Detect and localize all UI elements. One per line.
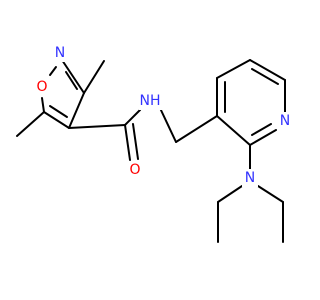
atom-pyridine-n: N [277,112,293,130]
bond-n2-c3-inner [65,71,78,90]
atom-isoxazole-o-symbol: O [36,79,47,95]
bond-c3-c4 [68,92,85,129]
atom-carbonyl-o: O [127,161,143,179]
bond-nh-ch2 [159,107,177,143]
molecule-canvas: N O NH O N N [16,44,293,243]
atom-isoxazole-n-symbol: N [55,45,65,61]
atom-amide-nh: NH [139,92,165,110]
bond-n-ethyl1-ch2 [217,185,243,203]
atom-amine-n: N [242,169,258,187]
bond-py-c5-c6 [249,59,286,81]
bond-carbonyl-nh [124,109,141,126]
bond-o1-n2 [49,66,57,76]
atom-isoxazole-n: N [52,44,68,62]
bond-c4-c5-inner [49,105,68,118]
atom-isoxazole-o: O [34,78,50,96]
bond-c5-o1 [41,97,45,113]
bond-c4-carbonyl [68,124,126,129]
structure-drawing: N O NH O N N [16,44,293,243]
atom-pyridine-n-symbol: N [280,113,290,129]
bond-py-c2-c3 [216,115,251,146]
bond-py-n1-c2 [249,129,277,146]
bond-py-c5-c6-inner [251,68,279,85]
bond-ch2-pyridine [175,115,218,143]
bond-c5-methyl [16,111,45,137]
atom-amide-nh-symbol: NH [140,93,161,109]
bond-n2-c3 [61,59,85,94]
bond-carbonyl-o-second [132,123,139,160]
bond-py-c4-c5 [216,59,251,79]
bond-n-ethyl2-ch2 [257,185,284,203]
atom-carbonyl-o-symbol: O [129,162,140,178]
bond-py-n1-c2-inner [251,123,272,136]
atom-amine-n-symbol: N [245,170,255,186]
bond-carbonyl-o [124,124,131,161]
bond-c3-methyl [83,60,105,94]
bond-c4-c5 [43,111,70,129]
